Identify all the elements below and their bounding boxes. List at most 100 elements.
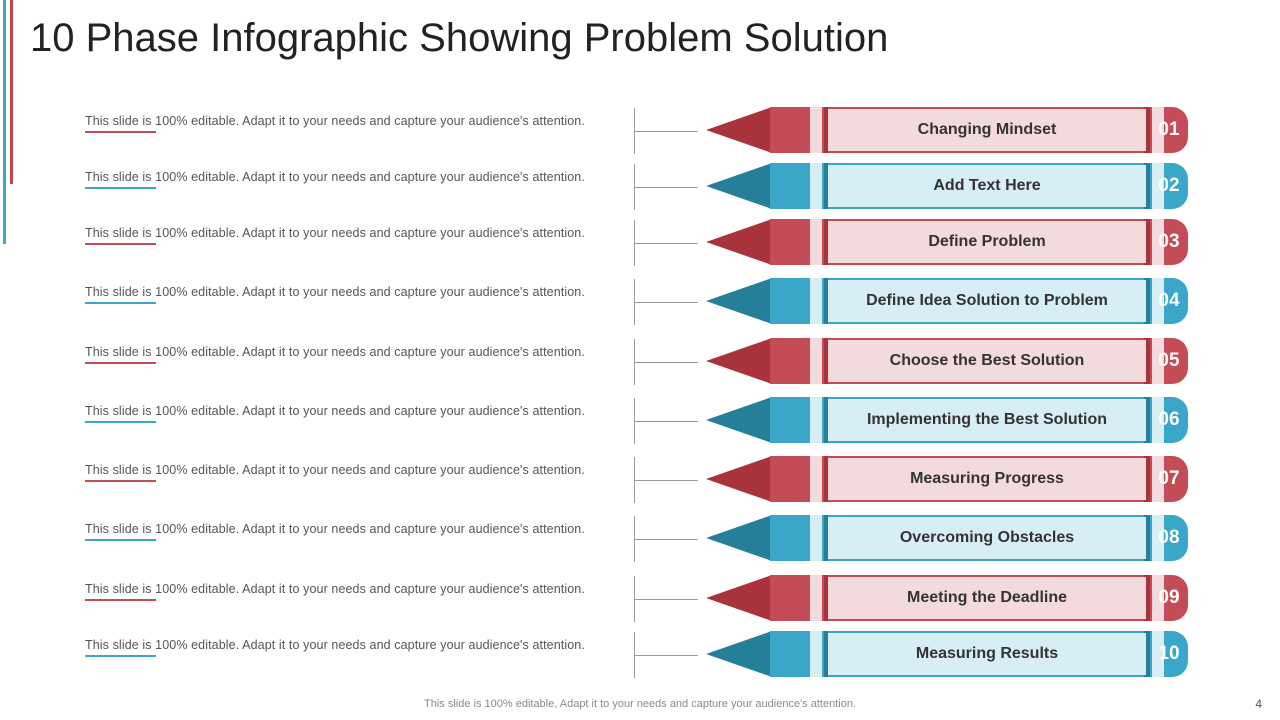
crayon-band — [1152, 107, 1164, 153]
page-number: 4 — [1255, 697, 1262, 711]
crayon-body: Measuring Progress 07 — [770, 456, 1188, 502]
phase-row-06: This slide is 100% editable. Adapt it to… — [0, 395, 1280, 445]
phase-number: 08 — [1158, 527, 1180, 548]
crayon-band — [824, 456, 828, 502]
crayon-band — [1144, 107, 1150, 153]
connector-line-horizontal — [634, 599, 698, 600]
crayon-tip-icon — [706, 219, 772, 265]
phase-description: This slide is 100% editable. Adapt it to… — [85, 522, 585, 536]
crayon-band — [1144, 163, 1150, 209]
phase-label: Choose the Best Solution — [828, 340, 1146, 382]
crayon-tip-icon — [706, 456, 772, 502]
crayon-band — [1144, 278, 1150, 324]
crayon-tip-icon — [706, 278, 772, 324]
crayon-tip-icon — [706, 575, 772, 621]
phase-label: Add Text Here — [828, 165, 1146, 207]
crayon-band — [824, 163, 828, 209]
crayon-band — [1152, 575, 1164, 621]
phase-row-02: This slide is 100% editable. Adapt it to… — [0, 161, 1280, 211]
accent-bar-blue — [3, 0, 6, 244]
phase-row-01: This slide is 100% editable. Adapt it to… — [0, 105, 1280, 155]
phase-label: Define Idea Solution to Problem — [828, 280, 1146, 322]
description-underline — [85, 362, 156, 364]
crayon-body: Define Idea Solution to Problem 04 — [770, 278, 1188, 324]
phase-description: This slide is 100% editable. Adapt it to… — [85, 114, 585, 128]
crayon-band — [810, 515, 822, 561]
crayon-tip-icon — [706, 397, 772, 443]
crayon-band — [810, 338, 822, 384]
slide-title: 10 Phase Infographic Showing Problem Sol… — [30, 16, 889, 60]
crayon-band — [1152, 278, 1164, 324]
phase-description: This slide is 100% editable. Adapt it to… — [85, 170, 585, 184]
phase-label: Define Problem — [828, 221, 1146, 263]
connector-line-horizontal — [634, 539, 698, 540]
crayon-band — [1152, 338, 1164, 384]
crayon-tip-icon — [706, 515, 772, 561]
phase-row-07: This slide is 100% editable. Adapt it to… — [0, 454, 1280, 504]
crayon-tip-icon — [706, 631, 772, 677]
phase-description: This slide is 100% editable. Adapt it to… — [85, 582, 585, 596]
crayon-band — [1144, 338, 1150, 384]
connector-line-horizontal — [634, 131, 698, 132]
crayon-band — [810, 163, 822, 209]
phase-number: 10 — [1158, 643, 1180, 664]
crayon-band — [810, 278, 822, 324]
crayon-band — [824, 575, 828, 621]
phase-row-10: This slide is 100% editable. Adapt it to… — [0, 629, 1280, 679]
description-underline — [85, 480, 156, 482]
phase-label: Overcoming Obstacles — [828, 517, 1146, 559]
crayon-tip-icon — [706, 338, 772, 384]
crayon-band — [1144, 219, 1150, 265]
phase-number: 01 — [1158, 119, 1180, 140]
phase-label: Measuring Progress — [828, 458, 1146, 500]
connector-line-horizontal — [634, 362, 698, 363]
crayon-band — [1144, 456, 1150, 502]
connector-line-horizontal — [634, 480, 698, 481]
phase-number: 07 — [1158, 468, 1180, 489]
description-underline — [85, 302, 156, 304]
connector-line-horizontal — [634, 655, 698, 656]
crayon-band — [1152, 163, 1164, 209]
phase-label: Meeting the Deadline — [828, 577, 1146, 619]
phase-description: This slide is 100% editable. Adapt it to… — [85, 463, 585, 477]
phase-description: This slide is 100% editable. Adapt it to… — [85, 345, 585, 359]
description-underline — [85, 655, 156, 657]
crayon-band — [824, 338, 828, 384]
crayon-band — [1152, 456, 1164, 502]
phase-description: This slide is 100% editable. Adapt it to… — [85, 285, 585, 299]
description-underline — [85, 421, 156, 423]
phase-row-09: This slide is 100% editable. Adapt it to… — [0, 573, 1280, 623]
description-underline — [85, 599, 156, 601]
connector-line-horizontal — [634, 302, 698, 303]
crayon-band — [810, 456, 822, 502]
crayon-tip-icon — [706, 107, 772, 153]
crayon-band — [810, 219, 822, 265]
phase-number: 04 — [1158, 290, 1180, 311]
phase-number: 03 — [1158, 231, 1180, 252]
crayon-band — [810, 575, 822, 621]
crayon-band — [824, 397, 828, 443]
description-underline — [85, 243, 156, 245]
crayon-band — [824, 278, 828, 324]
crayon-band — [1144, 575, 1150, 621]
crayon-band — [1144, 515, 1150, 561]
crayon-band — [1144, 397, 1150, 443]
crayon-band — [824, 107, 828, 153]
phase-description: This slide is 100% editable. Adapt it to… — [85, 638, 585, 652]
footer-note: This slide is 100% editable, Adapt it to… — [424, 698, 856, 710]
connector-line-horizontal — [634, 421, 698, 422]
phase-label: Implementing the Best Solution — [828, 399, 1146, 441]
crayon-band — [824, 219, 828, 265]
crayon-body: Overcoming Obstacles 08 — [770, 515, 1188, 561]
description-underline — [85, 131, 156, 133]
description-underline — [85, 539, 156, 541]
crayon-band — [1152, 397, 1164, 443]
description-underline — [85, 187, 156, 189]
phase-description: This slide is 100% editable. Adapt it to… — [85, 404, 585, 418]
